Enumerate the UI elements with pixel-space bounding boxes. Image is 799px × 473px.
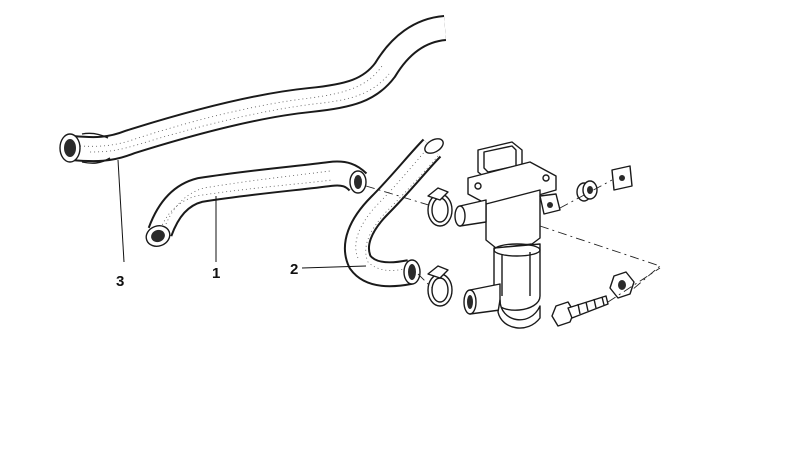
clip-nut-icon <box>611 165 633 191</box>
nut-icon <box>609 271 635 299</box>
callout-3: 3 <box>116 273 124 290</box>
hose-2-icon <box>343 138 444 288</box>
hose-1-icon <box>145 160 368 247</box>
callout-2: 2 <box>290 261 298 278</box>
hose-clamp-upper-icon <box>427 187 453 227</box>
callout-1: 1 <box>212 265 220 282</box>
idle-air-control-valve-icon <box>454 141 561 329</box>
bolt-icon <box>551 295 609 327</box>
assembly-lines <box>365 179 661 303</box>
leader-lines <box>117 159 367 269</box>
grommet-icon <box>576 180 598 202</box>
hose-clamp-lower-icon <box>427 265 453 307</box>
hose-3-icon <box>59 15 447 164</box>
